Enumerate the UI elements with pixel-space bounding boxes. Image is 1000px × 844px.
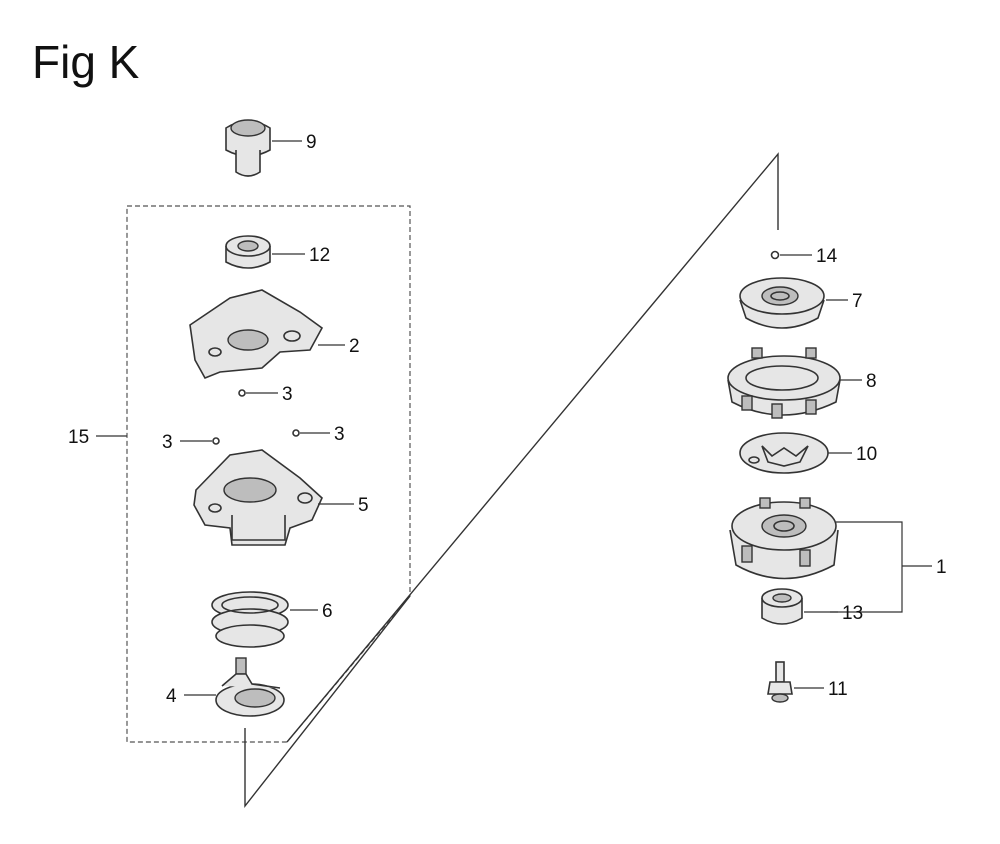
part-10-slotted-disc: 10: [739, 432, 877, 474]
callout-12: 12: [309, 245, 330, 266]
callout-3b: 3: [162, 432, 173, 453]
part-4-ratchet: 4: [166, 657, 285, 717]
part-5-housing: 5: [193, 449, 369, 546]
part-8-lug-ring: 8: [727, 347, 877, 419]
part-6-spring: 6: [211, 591, 333, 648]
callout-7: 7: [852, 291, 863, 312]
callout-2: 2: [349, 336, 360, 357]
callout-3c: 3: [334, 424, 345, 445]
callout-8: 8: [866, 371, 877, 392]
part-3-ball-a: 3: [238, 384, 293, 405]
callout-11: 11: [828, 679, 848, 700]
figure-title: Fig K: [32, 36, 140, 88]
callout-15: 15: [68, 427, 89, 448]
part-9-cap-nut: 9: [225, 119, 317, 177]
callout-5: 5: [358, 495, 369, 516]
part-7-cap: 7: [739, 277, 863, 329]
part-1-spool-hub: 1: [729, 497, 947, 613]
callout-13: 13: [842, 603, 863, 624]
part-15-assembly-label: 15: [68, 427, 127, 448]
callout-10: 10: [856, 444, 877, 465]
callout-9: 9: [306, 132, 317, 153]
callout-6: 6: [322, 601, 333, 622]
callout-4: 4: [166, 686, 177, 707]
callout-14: 14: [816, 246, 838, 267]
part-12-bearing: 12: [225, 235, 330, 269]
part-11-bolt: 11: [767, 661, 848, 703]
callout-3a: 3: [282, 384, 293, 405]
part-14-ball: 14: [770, 246, 838, 267]
part-3-ball-c: 3: [292, 424, 345, 445]
callout-1: 1: [936, 557, 947, 578]
part-3-ball-b: 3: [162, 432, 220, 453]
projection-lines: [244, 152, 779, 809]
part-2-plate: 2: [189, 289, 360, 380]
part-13-bearing: 13: [761, 588, 863, 625]
